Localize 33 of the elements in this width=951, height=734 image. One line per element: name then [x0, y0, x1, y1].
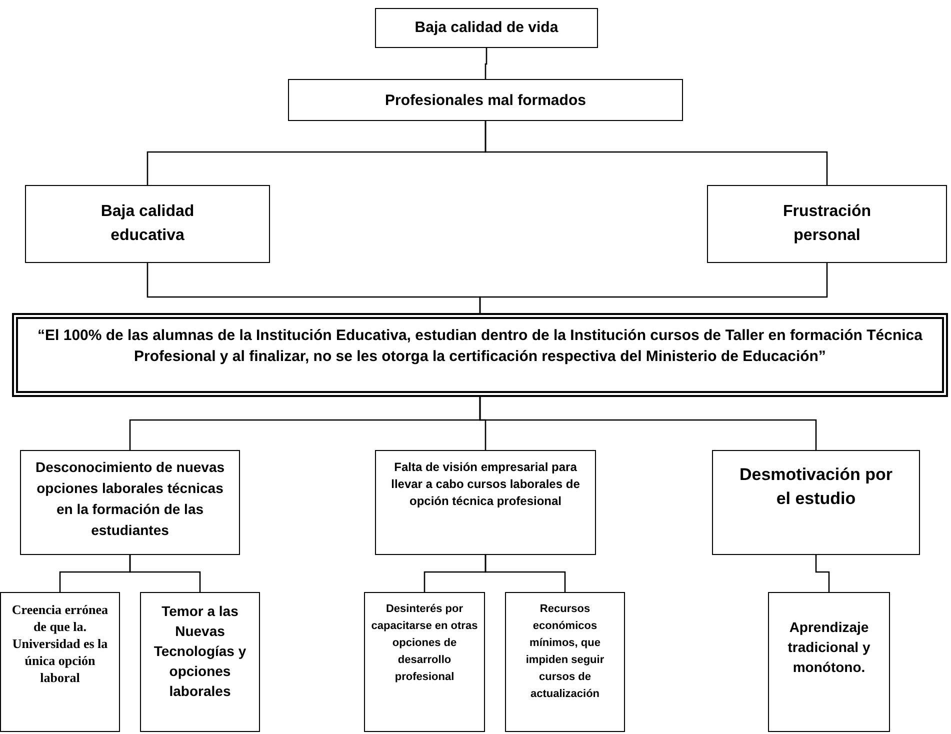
box-text: Desmotivación por el estudio [738, 464, 894, 510]
box-text: Frustración personal [782, 202, 872, 246]
box-text: Profesionales mal formados [384, 91, 587, 111]
cause-box [20, 450, 240, 555]
box-text: Aprendizaje tradicional y monótono. [786, 618, 872, 677]
box-text: Recursos económicos mínimos, que impiden seguir cursos de actualización [524, 602, 606, 702]
box-text: Falta de visión empresarial para llevar a cabo cursos laborales de opción técnica profesional [390, 459, 581, 510]
sub-cause-box [505, 592, 625, 732]
box-text: “El 100% de las alumnas de la Institución Educativa, estudian dentro de la Institución cursos de Taller en formación Técnica Profesional y al finalizar, no se les otorga la certificación respectiva del Ministerio de Educación” [36, 326, 924, 367]
sub-cause-box [0, 592, 120, 732]
connector-line [484, 48, 488, 79]
connector-line [479, 397, 817, 450]
sub-cause-box [768, 592, 890, 732]
effect-box [288, 79, 683, 121]
connector-line [815, 555, 830, 592]
connector-line [484, 121, 828, 185]
sub-cause-box [364, 592, 485, 732]
effect-box [707, 185, 947, 263]
box-text: Desconocimiento de nuevas opciones laborales técnicas en la formación de las estudiantes [34, 458, 226, 540]
box-text: Baja calidad educativa [100, 202, 196, 246]
box-text: Creencia errónea de que la. Universidad es la única opción laboral [10, 601, 110, 686]
cause-box [712, 450, 920, 555]
box-text: Temor a las Nuevas Tecnologías y opciones laborales [152, 602, 248, 701]
box-text: Desinterés por capacitarse en otras opciones de desarrollo profesional [370, 602, 479, 685]
connector-line [484, 555, 566, 592]
central-problem-box [12, 313, 948, 397]
cause-box [375, 450, 596, 555]
connector-line [129, 555, 201, 592]
effect-box [375, 8, 598, 48]
box-text: Baja calidad de vida [414, 18, 560, 38]
sub-cause-box [140, 592, 260, 732]
effect-box [25, 185, 270, 263]
connector-line [479, 263, 828, 313]
